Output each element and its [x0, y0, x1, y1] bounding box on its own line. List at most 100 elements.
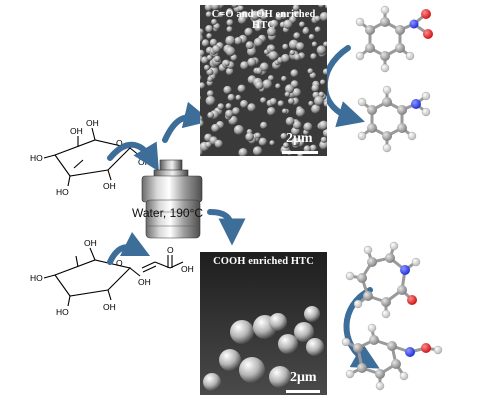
sem-particle: [226, 8, 234, 16]
sem-particle: [252, 146, 263, 156]
sem-particle: [268, 51, 279, 61]
arrow-reactor-to-top-panel: [162, 101, 212, 143]
sem-particle: [289, 49, 295, 56]
sem-particle: [201, 56, 209, 64]
sem-particle: [322, 68, 327, 75]
sem-particle: [302, 27, 310, 35]
arrow-glucose-bottom-to-reactor: [107, 231, 151, 265]
sem-particle: [200, 148, 203, 156]
sem-particle: [217, 103, 225, 110]
sem-particles-bottom: [200, 252, 327, 395]
sem-particle: [280, 133, 287, 140]
sem-particle: [292, 10, 300, 18]
sem-particle: [223, 85, 232, 95]
sem-particle: [212, 45, 221, 54]
sem-particle: [226, 19, 234, 26]
glucose-labels-bottom: OH O HO HO OH OH: [30, 238, 151, 317]
sem-image-bottom: COOH enriched HTC 2μm: [200, 252, 327, 395]
acrylic-oh-label: OH: [181, 264, 194, 274]
sem-particle: [296, 42, 305, 51]
sem-particle: [293, 32, 301, 40]
caprolactam-model: [345, 241, 421, 319]
sem-particle: [314, 96, 324, 106]
sem-particle: [247, 57, 257, 67]
sem-particle: [318, 120, 327, 131]
sem-particle: [318, 91, 325, 98]
sem-particle: [201, 39, 210, 47]
svg-text:OH: OH: [103, 302, 116, 312]
sem-particle: [269, 140, 275, 146]
sem-particle: [262, 79, 273, 90]
sem-particle: [290, 69, 299, 78]
sem-particle: [205, 25, 213, 33]
sem-particle: [303, 145, 311, 153]
sem-bottom-label: COOH enriched HTC: [213, 256, 314, 267]
sem-particle: [205, 141, 212, 148]
sem-particle: [204, 5, 213, 12]
sem-particle: [207, 76, 213, 82]
sem-particle: [303, 122, 313, 132]
sem-particle: [282, 108, 288, 114]
sem-particle: [200, 74, 202, 82]
svg-text:OH: OH: [86, 118, 99, 128]
svg-text:HO: HO: [30, 153, 43, 163]
sem-particle: [323, 41, 327, 47]
sem-particle: [282, 43, 289, 50]
sem-particle: [294, 54, 301, 61]
sem-particle: [207, 111, 214, 119]
sem-particle: [316, 45, 327, 55]
svg-text:OH: OH: [84, 238, 97, 248]
sem-particle: [275, 13, 283, 21]
svg-text:HO: HO: [30, 273, 43, 283]
arrow-reactor-to-bottom-panel: [207, 209, 246, 246]
sem-particle: [299, 21, 305, 28]
sem-particle: [325, 5, 327, 9]
sem-particle: [204, 64, 210, 71]
svg-text:OH: OH: [138, 277, 151, 287]
sem-particle: [292, 120, 302, 130]
sem-particle: [211, 18, 218, 25]
nitrobenzene-model: [355, 5, 433, 73]
sem-particle: [255, 132, 261, 139]
sem-particle: [255, 81, 264, 90]
sem-particle: [269, 19, 279, 29]
sem-particle: [240, 100, 249, 108]
aniline-model: [357, 85, 431, 153]
sem-particle: [247, 103, 256, 112]
svg-text:HO: HO: [56, 307, 69, 317]
sem-particle: [233, 125, 244, 135]
sem-particle: [320, 79, 326, 85]
sem-particle: [225, 103, 232, 110]
sem-particle: [283, 19, 293, 29]
sem-particle: [257, 11, 264, 17]
sem-particle: [310, 53, 317, 60]
sem-particle: [295, 107, 306, 118]
sem-particle: [269, 45, 275, 52]
svg-text:OH: OH: [103, 181, 116, 191]
sem-particle: [267, 75, 274, 82]
sem-particle: [292, 88, 302, 98]
sem-top-label: C=O and OH enriched HTC: [211, 9, 316, 31]
sem-particle: [253, 37, 263, 47]
sem-particle: [311, 41, 318, 47]
glucose-labels-top: OH OH O HO HO OH OH: [30, 118, 151, 197]
sem-bottom-scale-label: 2μm: [290, 370, 317, 385]
glucose-structure-top: [43, 127, 141, 187]
sem-particle: [309, 144, 317, 152]
sem-particle: [283, 142, 289, 149]
sem-particle: [269, 98, 277, 106]
glucose-structure-bottom: [43, 247, 141, 307]
sem-particle: [225, 35, 236, 46]
sem-particle: [314, 15, 321, 22]
sem-particle: [200, 95, 202, 101]
sem-top-scale-label: 2μm: [286, 131, 313, 146]
sem-particle: [205, 95, 216, 106]
svg-text:O: O: [116, 138, 123, 148]
sem-particle: [200, 49, 205, 57]
sem-particle: [319, 12, 327, 22]
sem-particle: [214, 139, 223, 148]
sem-particle: [231, 5, 239, 8]
sem-particle: [200, 82, 206, 89]
arrow-nitro-to-amine: [321, 45, 365, 128]
